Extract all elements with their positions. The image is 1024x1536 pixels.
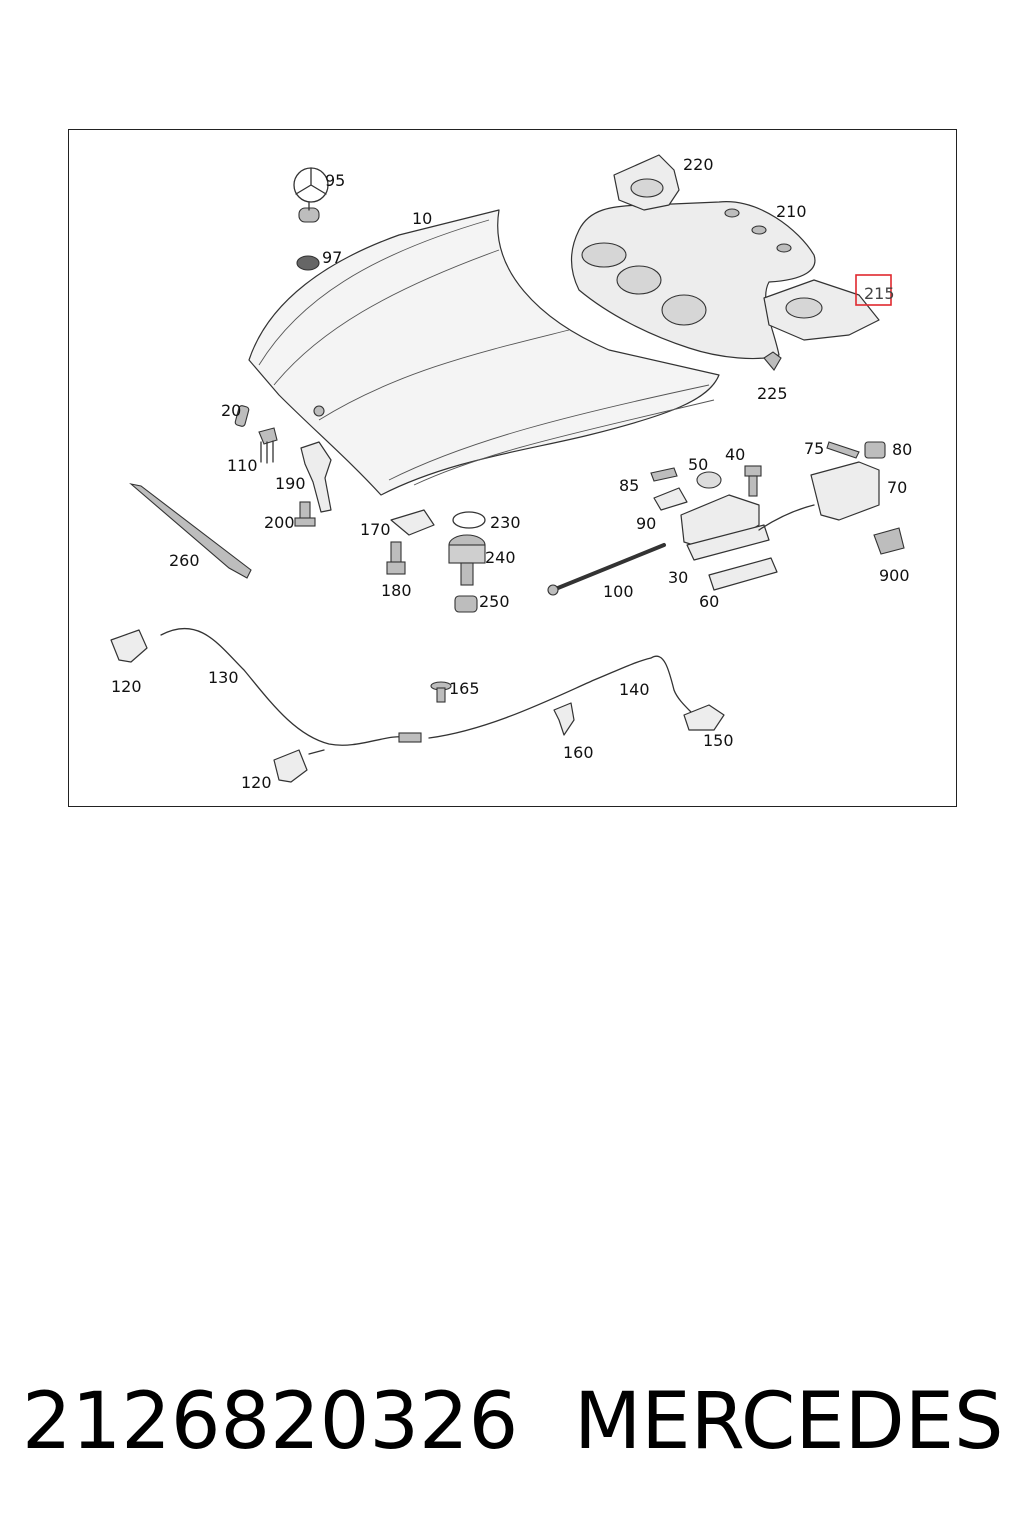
clip-225 [763,351,782,371]
label-50: 50 [688,455,708,474]
label-180: 180 [381,581,412,600]
label-200: 200 [264,513,295,532]
label-215: 215 [864,284,895,303]
label-20: 20 [221,401,241,420]
hinge-bracket [300,441,332,513]
label-160: 160 [563,743,594,762]
nut-80 [864,441,886,459]
highlight-box [855,274,892,306]
hood-panel [248,209,720,496]
connector-900 [873,527,905,555]
gas-strut [551,543,666,592]
insulation-piece-top [613,154,680,211]
label-120-bottom: 120 [241,773,272,792]
bracket-90 [653,487,688,511]
label-95: 95 [325,171,345,190]
label-10: 10 [412,209,432,228]
cable-end-120-bottom [273,749,308,783]
part-number: 2126820326 [22,1377,519,1467]
release-lever [683,704,725,731]
label-97: 97 [322,248,342,267]
part-labels: 10 20 30 40 50 60 70 75 80 85 90 95 97 1… [111,155,912,792]
insulation-piece-215 [763,279,880,341]
hood-star-mount [313,405,325,417]
label-260: 260 [169,551,200,570]
label-70: 70 [887,478,907,497]
bolt-180 [386,541,406,575]
cable-end-120-top [110,629,148,663]
label-150: 150 [703,731,734,750]
hood-lock [680,494,770,561]
label-75: 75 [804,439,824,458]
label-110: 110 [227,456,258,475]
label-40: 40 [725,445,745,464]
star-emblem [293,167,329,223]
lock-actuator [758,461,880,531]
bolt-40 [744,465,762,497]
release-cable [160,628,692,755]
label-60: 60 [699,592,719,611]
seal-strip [129,483,252,579]
label-85: 85 [619,476,639,495]
label-250: 250 [479,592,510,611]
parts-diagram-frame: 10 20 30 40 50 60 70 75 80 85 90 95 97 1… [68,129,957,807]
brand-name: MERCEDES [574,1377,1004,1467]
clip-20 [234,405,250,427]
label-220: 220 [683,155,714,174]
bolt-200 [294,501,316,527]
insulation-mat [570,201,816,360]
label-230: 230 [490,513,521,532]
label-100: 100 [603,582,634,601]
release-handle [708,557,778,591]
label-190: 190 [275,474,306,493]
label-240: 240 [485,548,516,567]
hood-parts-diagram: 10 20 30 40 50 60 70 75 80 85 90 95 97 1… [110,154,912,792]
label-170: 170 [360,520,391,539]
cap-50 [696,471,722,489]
label-80: 80 [892,440,912,459]
label-165: 165 [449,679,480,698]
caption-bar: 2126820326 MERCEDES [0,1362,1024,1482]
spring-85 [650,467,678,482]
label-120-top: 120 [111,677,142,696]
rubber-buffer [258,427,278,464]
label-90: 90 [636,514,656,533]
label-900: 900 [879,566,910,585]
label-30: 30 [668,568,688,587]
nut-250 [454,595,478,613]
emblem-seal [296,255,320,271]
label-140: 140 [619,680,650,699]
cable-holder [553,702,575,736]
striker-plate [390,509,435,536]
label-210: 210 [776,202,807,221]
label-130: 130 [208,668,239,687]
buffer-240 [448,534,486,586]
label-225: 225 [757,384,788,403]
washer-230 [452,511,486,529]
rivet-165 [430,681,452,703]
bolt-75 [826,441,860,459]
